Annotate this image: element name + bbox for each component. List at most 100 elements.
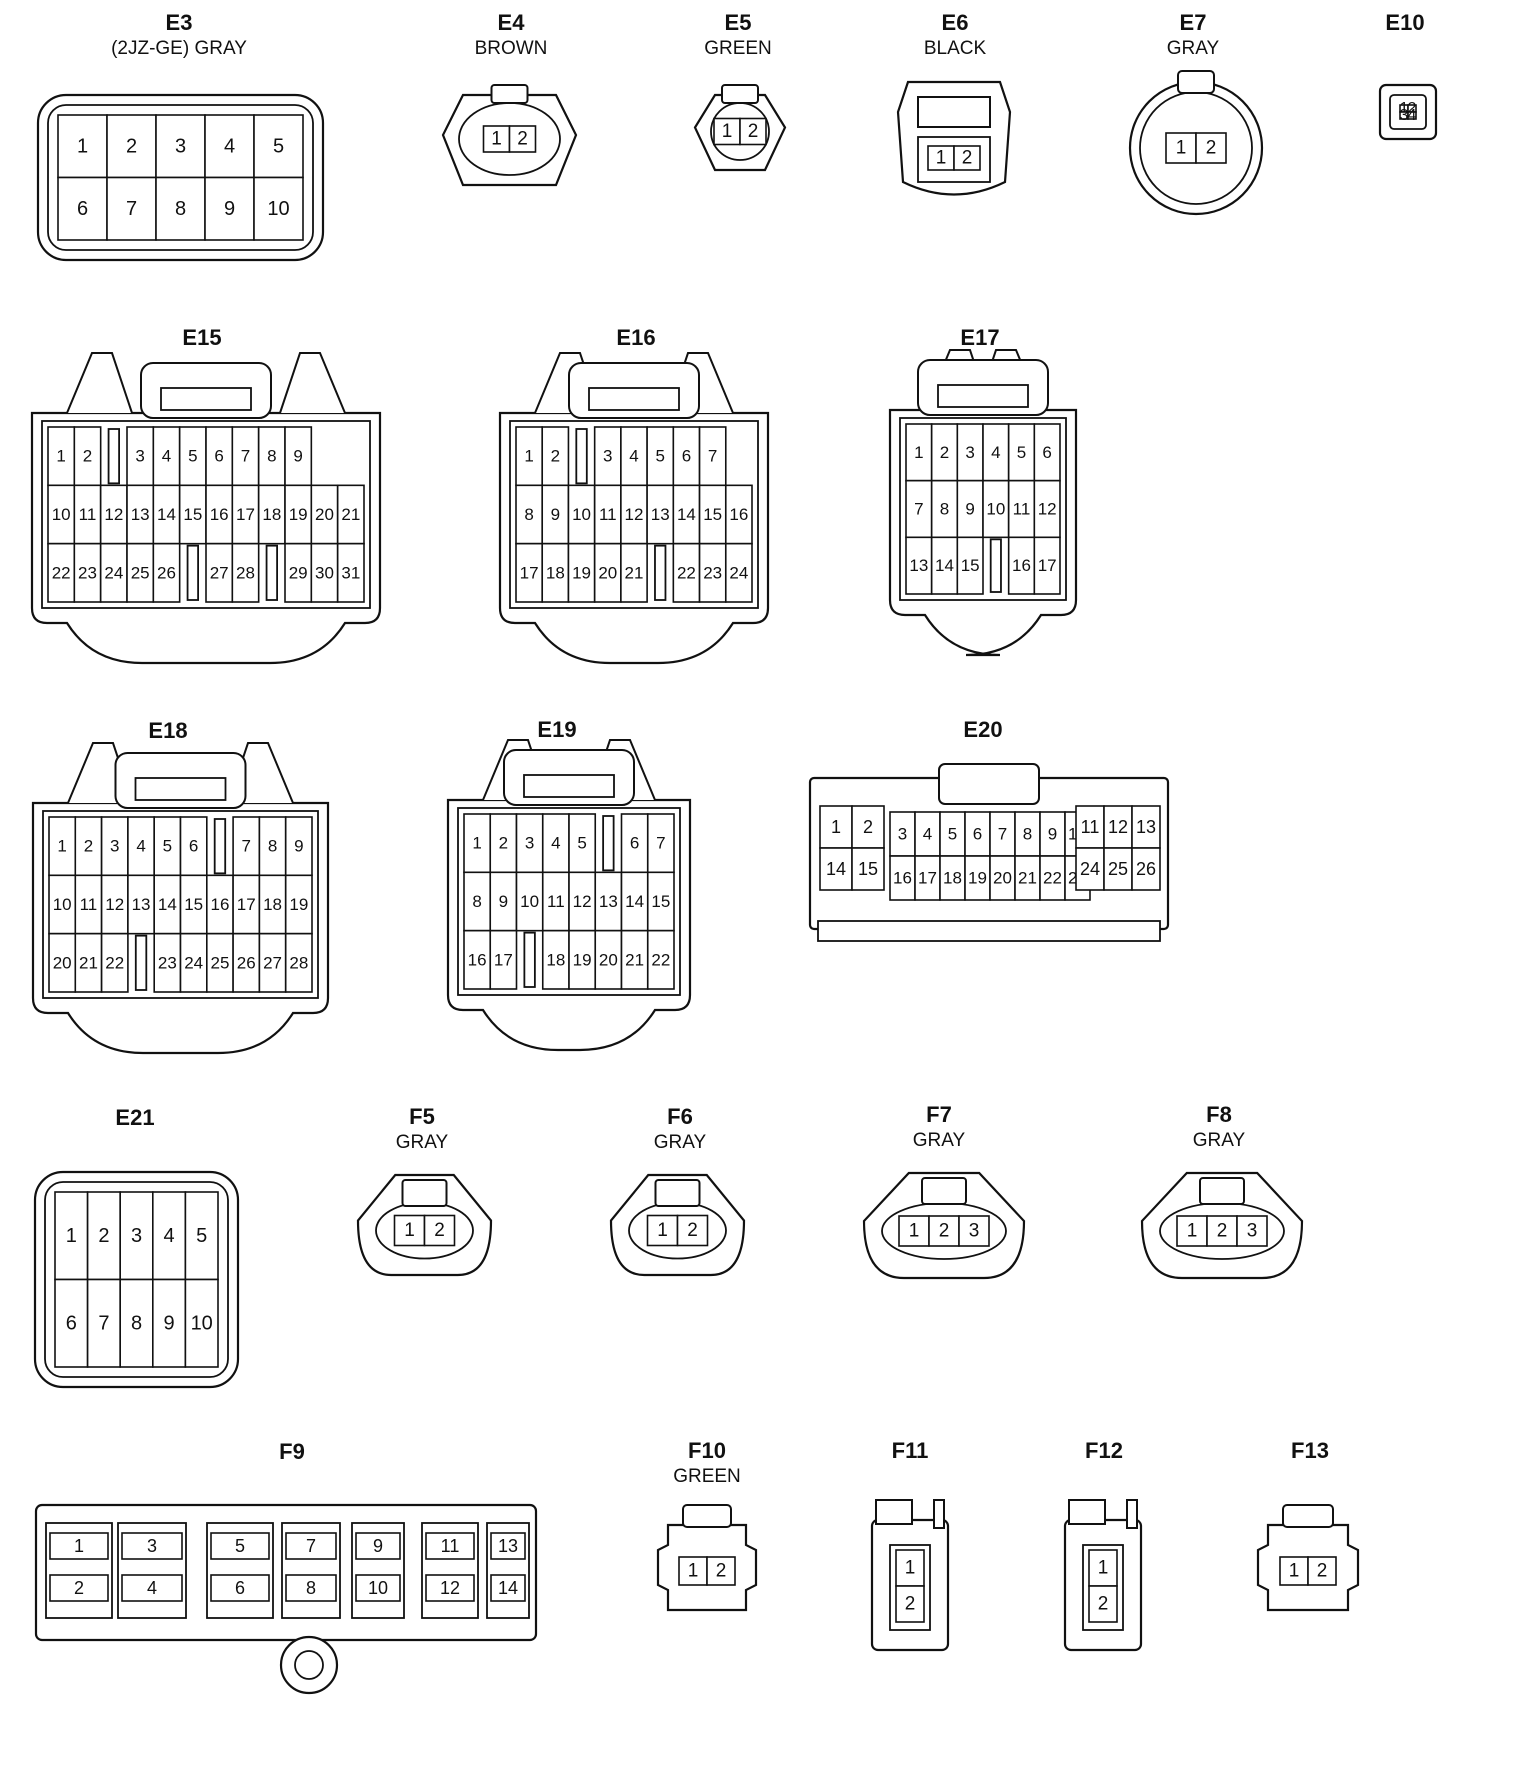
pin-number: 2 [517, 129, 528, 150]
pin-cell [310, 542, 339, 603]
pin-cell [568, 813, 597, 874]
pin-number: 7 [708, 447, 717, 466]
pin-cell [646, 871, 675, 932]
connector-id: E18 [148, 718, 187, 743]
pin-cell [672, 542, 701, 603]
pin-number: 25 [1108, 859, 1128, 879]
pin-number: 1 [909, 1221, 920, 1242]
pin-cell [698, 542, 727, 603]
connector-color: GRAY [654, 1132, 707, 1153]
pin-cell [620, 484, 648, 545]
pin-number: 4 [162, 447, 171, 466]
pin-number: 9 [499, 892, 508, 911]
pin-cell [819, 805, 853, 849]
pin-cell [724, 484, 753, 545]
pin-cell [541, 426, 570, 487]
pin-cell [706, 1556, 736, 1586]
pin-cell [567, 542, 596, 603]
lever [917, 96, 991, 128]
pin-number: 5 [273, 135, 284, 157]
connector-id: E6 [942, 10, 969, 35]
side-rib [933, 1499, 945, 1529]
pin-cell [930, 423, 959, 482]
pin-cell [1407, 111, 1417, 120]
lock-tab [1068, 1499, 1106, 1525]
pin-number: 2 [748, 121, 759, 142]
connector-id: E5 [725, 10, 752, 35]
key-slot [134, 934, 148, 991]
pin-cell [127, 874, 156, 935]
pin-cell [927, 145, 955, 171]
pin-cell [914, 855, 941, 901]
pin-number: 21 [1018, 869, 1037, 888]
pin-number: 13 [131, 505, 150, 524]
pin-number: 1 [688, 1561, 699, 1582]
pin-number: 20 [599, 950, 618, 969]
pin-number: 1 [722, 121, 733, 142]
pin-cell [1088, 1585, 1118, 1623]
pin-number: 18 [546, 950, 565, 969]
pin-number: 8 [472, 892, 481, 911]
pin-cell [851, 847, 885, 891]
pin-number: 15 [651, 892, 670, 911]
pin-number: 15 [858, 859, 878, 879]
pin-cell [100, 874, 129, 935]
pin-number: 13 [599, 892, 618, 911]
pin-cell [152, 484, 181, 545]
pin-cell [126, 542, 155, 603]
pin-cell [541, 484, 570, 545]
pin-number: 19 [289, 895, 308, 914]
pin-number: 10 [986, 500, 1005, 519]
lock-window [134, 777, 227, 801]
pin-cell [541, 813, 570, 874]
pin-number: 5 [196, 1225, 207, 1247]
pin-cell [895, 1549, 925, 1587]
pin-cell [1103, 847, 1133, 891]
pin-cell [48, 816, 77, 877]
pin-number: 9 [293, 447, 302, 466]
pin-number: 27 [210, 563, 229, 582]
pin-number: 2 [905, 1594, 916, 1615]
connector-color: GREEN [673, 1466, 741, 1487]
lock-window [160, 387, 252, 411]
key-slot [654, 544, 667, 601]
pin-cell [515, 542, 544, 603]
pin-number: 17 [918, 869, 937, 888]
pin-cell [1088, 1549, 1118, 1587]
key-slot [186, 544, 199, 601]
connector-id: E20 [963, 717, 1002, 742]
pin-number: 15 [703, 505, 722, 524]
pin-number: 4 [164, 1225, 175, 1247]
pin-number: 9 [1048, 825, 1057, 844]
pin-number: 1 [1187, 1221, 1198, 1242]
lock-window [523, 774, 615, 798]
pin-number: 14 [498, 1578, 518, 1598]
lock-tab [682, 1504, 732, 1528]
pin-number: 12 [625, 505, 644, 524]
pin-number: 30 [315, 563, 334, 582]
connector-id: F6 [667, 1104, 693, 1129]
pin-cell [1007, 479, 1036, 539]
pin-cell [568, 929, 597, 990]
pin-cell [895, 1585, 925, 1623]
pin-cell [152, 542, 181, 603]
pin-number: 1 [472, 834, 481, 853]
pin-number: 12 [1038, 500, 1057, 519]
pin-cell [210, 1532, 270, 1560]
pin-number: 8 [306, 1578, 316, 1598]
pin-number: 2 [98, 1225, 109, 1247]
pin-number: 14 [157, 505, 176, 524]
pin-number: 14 [826, 859, 846, 879]
connector-id: F8 [1206, 1102, 1232, 1127]
pin-cell [100, 932, 129, 993]
pin-cell [953, 145, 981, 171]
pin-number: 12 [1108, 817, 1128, 837]
lock-window [588, 387, 680, 411]
pin-number: 31 [341, 563, 360, 582]
